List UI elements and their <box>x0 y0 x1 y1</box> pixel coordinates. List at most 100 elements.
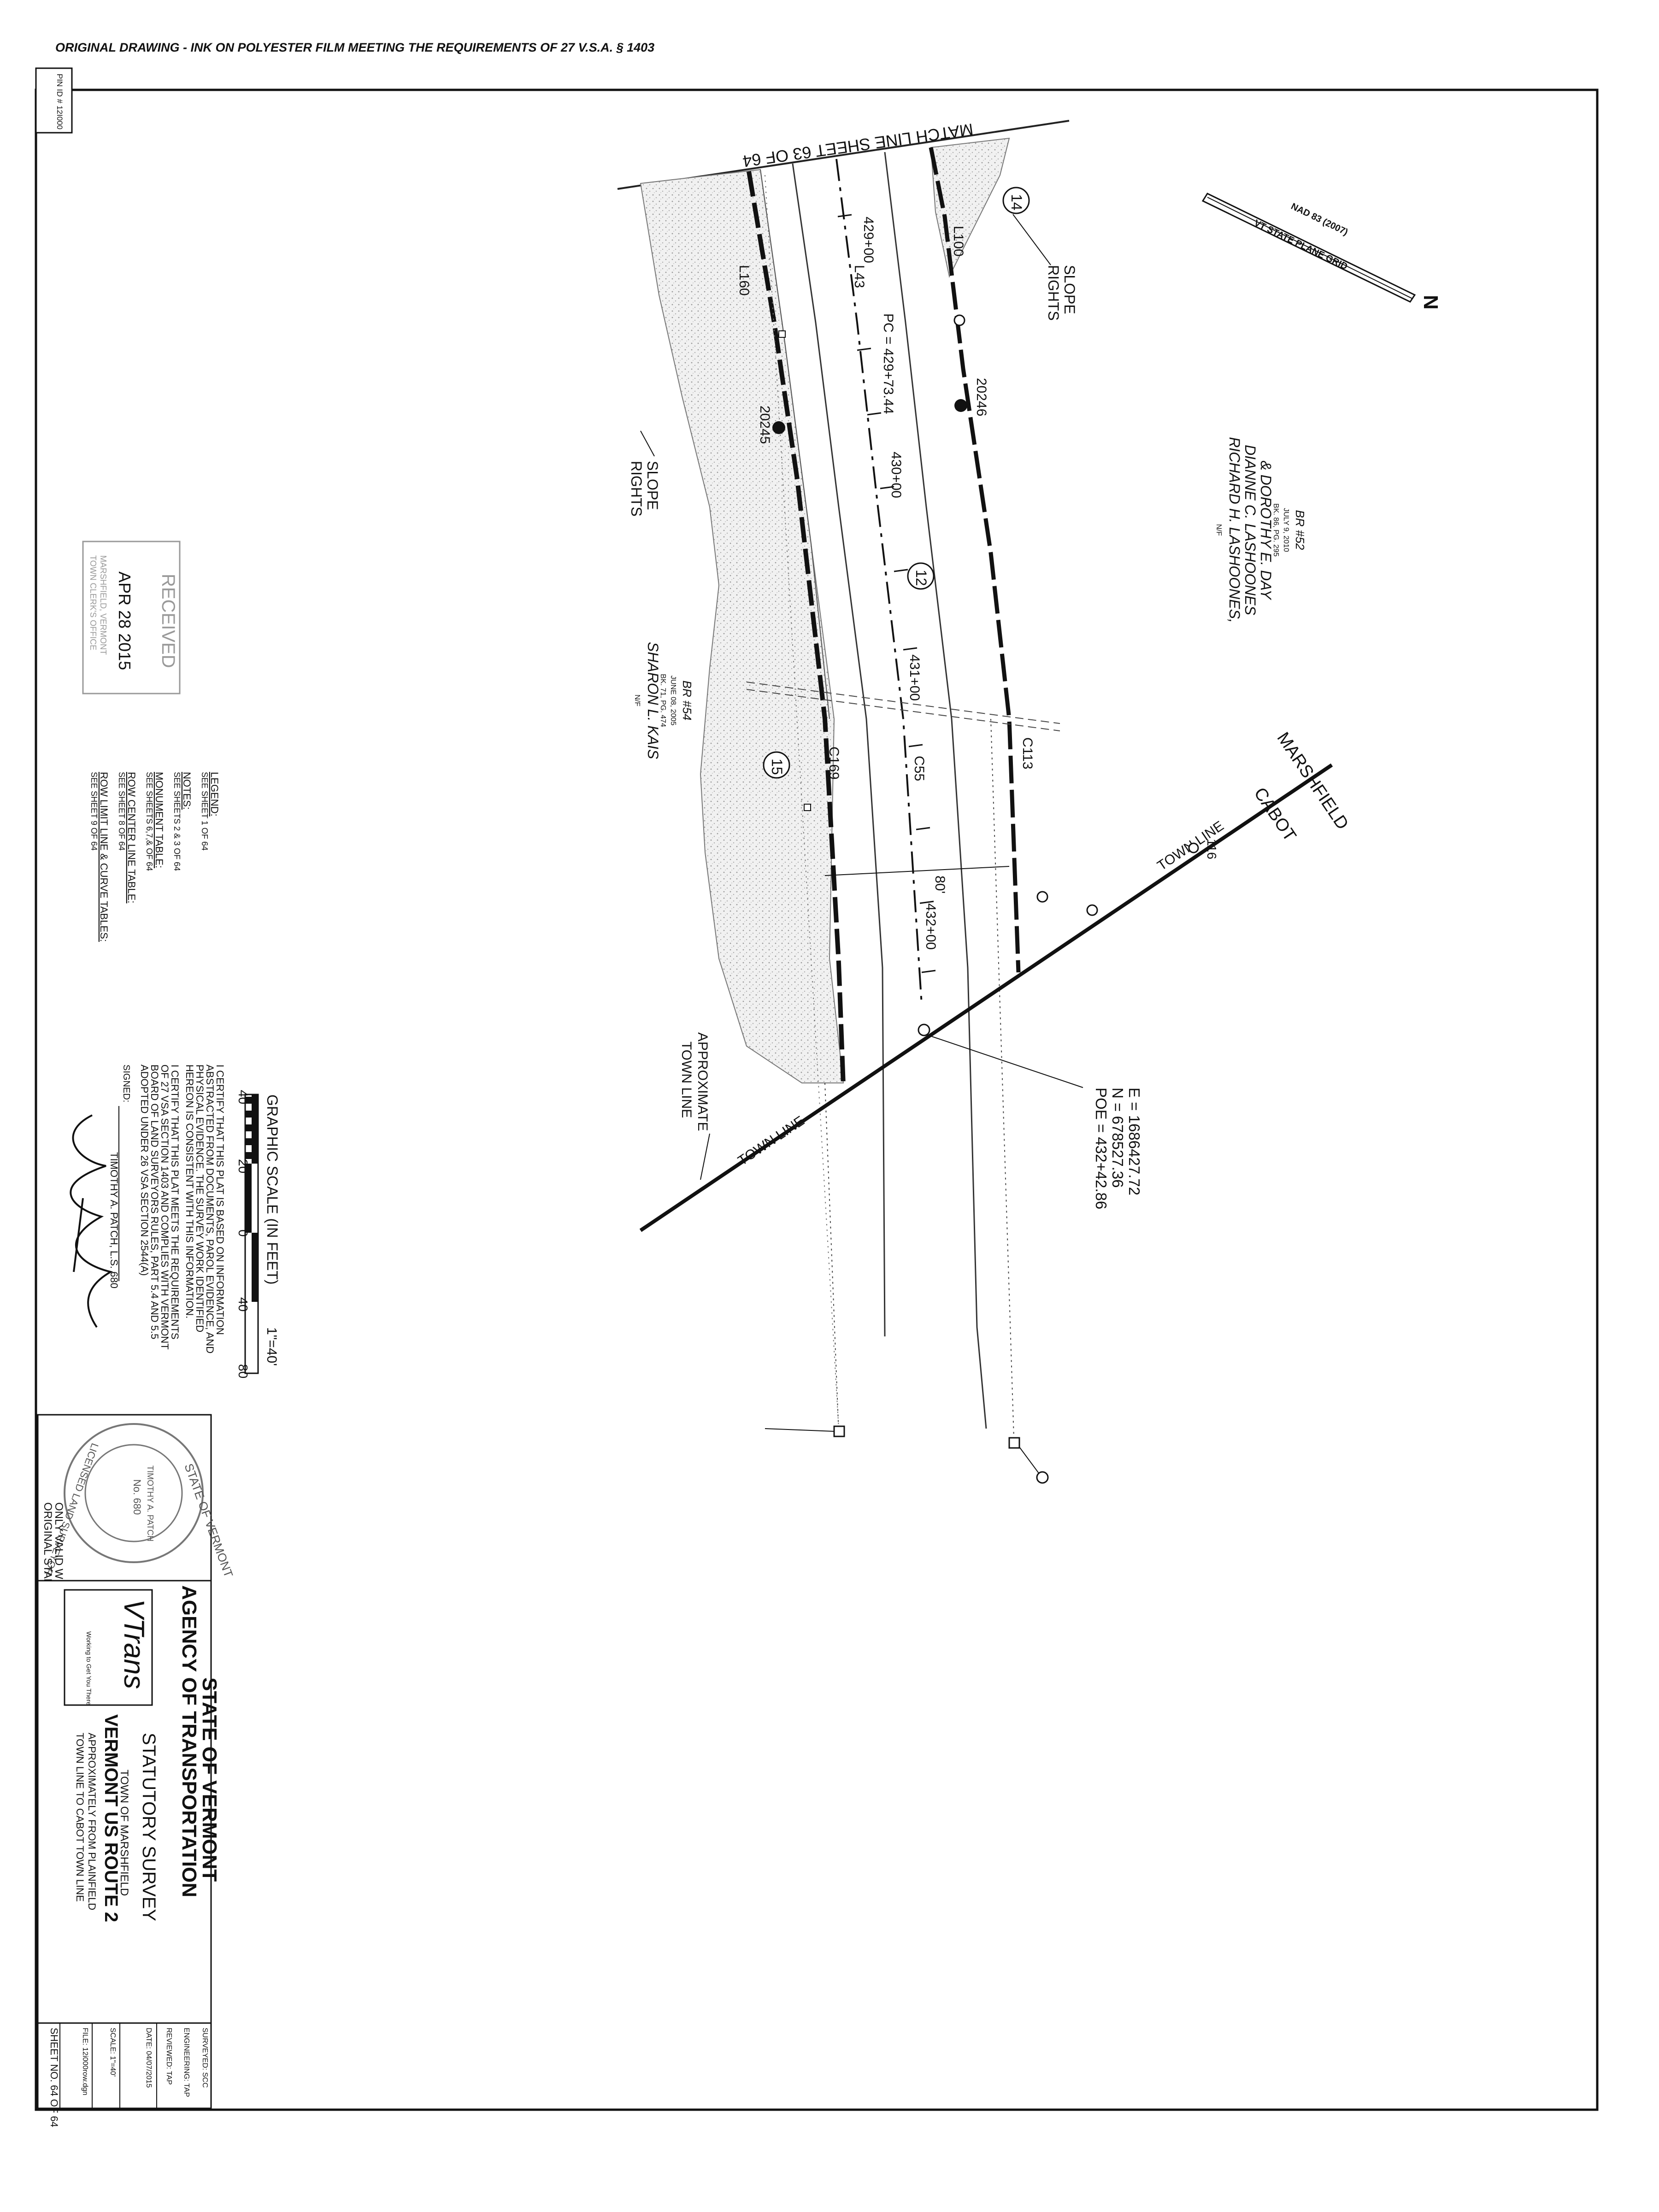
parcel-12: 12 <box>907 562 935 590</box>
owner-north-name-3: & DOROTHY E. DAY <box>1258 460 1274 600</box>
scale-tick-3: 0 <box>236 1230 250 1237</box>
owner-north-name-1: RICHARD H. LASHOONES, <box>1226 437 1243 623</box>
row-limit-title: ROW LIMIT LINE & CURVE TABLES: <box>98 772 110 942</box>
seal-number: No. 680 <box>131 1479 143 1515</box>
parcel-15: 15 <box>763 751 790 779</box>
monument-116-label: 116 <box>1205 839 1219 859</box>
c55-label: C55 <box>912 756 927 781</box>
title-to: TOWN LINE TO CABOT TOWN LINE <box>74 1733 86 1902</box>
received-stamp-title: RECEIVED <box>158 574 178 668</box>
row-marker-2 <box>804 804 811 811</box>
l100-label: L100 <box>951 226 966 257</box>
width-dimension <box>824 866 1010 876</box>
centerline <box>835 159 923 1005</box>
cert-line-2: ABSTRACTED FROM DOCUMENTS, PAROL EVIDENC… <box>204 1065 216 1353</box>
monument-20245 <box>772 421 785 434</box>
cert-line-6: OF 27 VSA SECTION 1403 AND COMPLIES WITH… <box>159 1065 171 1350</box>
header-note: ORIGINAL DRAWING - INK ON POLYESTER FILM… <box>55 41 654 54</box>
field-file: FILE: 12i000row.dgn <box>81 2028 89 2095</box>
edge-line-2 <box>884 152 987 1429</box>
vtrans-logo-tag: Working to Get You There <box>85 1631 93 1706</box>
north-arrow-datum: NAD 83 (2007) <box>1289 201 1350 238</box>
legend-notes: LEGEND: SEE SHEET 1 OF 64 NOTES: SEE SHE… <box>89 772 220 942</box>
row-line-north <box>929 147 1021 973</box>
owner-north: N/F RICHARD H. LASHOONES, DIANNE C. LASH… <box>1215 437 1307 623</box>
graphic-scale: GRAPHIC SCALE (IN FEET) 40 20 0 40 80 1"… <box>236 1090 281 1378</box>
seal-name: TIMOTHY A. PATCH <box>146 1465 155 1541</box>
poe-easting: E = 1686427.72 <box>1126 1088 1143 1195</box>
monument-circle-4 <box>953 314 965 326</box>
received-stamp-date: APR 28 2015 <box>115 571 134 670</box>
svg-text:SLOPE: SLOPE <box>1061 265 1078 314</box>
dotted-line-2 <box>990 718 1014 1438</box>
vtrans-logo: VTrans <box>118 1599 150 1689</box>
row-limit-text: SEE SHEET 9 OF 64 <box>89 772 99 851</box>
surveyor-seal: STATE OF VERMONT TIMOTHY A. PATCH No. 68… <box>37 1414 236 1597</box>
cert-line-3: PHYSICAL EVIDENCE. THE SURVEY WORK IDENT… <box>194 1065 206 1332</box>
width-label: 80' <box>932 876 947 894</box>
svg-text:RIGHTS: RIGHTS <box>1045 265 1062 321</box>
slope-rights-area-north <box>930 137 1010 278</box>
monument-box-1 <box>833 1425 845 1437</box>
vtrans-logo-box <box>64 1589 153 1706</box>
c169-label: C169 <box>826 747 841 780</box>
field-reviewed: REVIEWED: TAP <box>165 2028 173 2085</box>
field-scale: SCALE: 1"=40' <box>109 2028 117 2077</box>
cert-line-8: ADOPTED UNDER 26 VSA SECTION 2544(A) <box>139 1065 150 1276</box>
monument-circle-1 <box>1036 1471 1049 1484</box>
station-429: 429+00 <box>861 217 876 263</box>
tie-line-2 <box>1019 1447 1040 1474</box>
parcel-12-label: 12 <box>913 570 930 586</box>
row-marker-1 <box>778 330 786 338</box>
pin-id: PIN ID # 12I000 <box>55 74 64 129</box>
slope-rights-north: SLOPE RIGHTS <box>1012 214 1078 321</box>
seal-outer: STATE OF VERMONT <box>182 1462 235 1579</box>
signed-label: SIGNED: <box>121 1065 131 1102</box>
monument-circle-2 <box>1036 891 1048 903</box>
field-surveyed: SURVEYED: SCC <box>201 2028 209 2088</box>
dotted-line-1 <box>824 1082 839 1434</box>
parcel-14-label: 14 <box>1008 194 1025 211</box>
legend-title: LEGEND: <box>209 772 220 817</box>
monument-20246 <box>954 399 967 412</box>
plan-view: MATCH LINE SHEET 63 OF 64 <box>617 120 1442 1484</box>
town-line <box>639 763 1333 1232</box>
certification: I CERTIFY THAT THIS PLAT IS BASED ON INF… <box>70 1065 226 1353</box>
scale-tick-4: 40 <box>236 1297 250 1312</box>
title-agency: AGENCY OF TRANSPORTATION <box>178 1585 200 1897</box>
monument-table-title: MONUMENT TABLE: <box>153 772 165 868</box>
cert-line-1: I CERTIFY THAT THIS PLAT IS BASED ON INF… <box>214 1065 226 1335</box>
received-stamp: RECEIVED APR 28 2015 MARSHFIELD, VERMONT… <box>82 541 181 694</box>
slope-rights-south: SLOPE RIGHTS <box>628 430 661 517</box>
station-430: 430+00 <box>888 452 904 498</box>
title-route: VERMONT US ROUTE 2 <box>101 1714 121 1922</box>
owner-north-name-2: DIANNE C. LASHOONES <box>1242 445 1259 615</box>
town-line-label-lower: TOWN LINE <box>735 1113 807 1169</box>
approx-town-line-1: APPROXIMATE <box>695 1032 710 1131</box>
legend-text: SEE SHEET 1 OF 64 <box>200 772 209 851</box>
station-ticks <box>837 214 936 973</box>
owner-south-nf: N/F <box>633 694 641 706</box>
parcel-14: 14 <box>1002 187 1030 214</box>
poe-station: POE = 432+42.86 <box>1093 1088 1110 1209</box>
notes-title: NOTES: <box>181 772 193 810</box>
row-center-text: SEE SHEET 8 OF 64 <box>117 772 126 851</box>
monument-box-2 <box>1008 1437 1020 1449</box>
poe-northing: N = 678527.36 <box>1109 1088 1126 1188</box>
scale-tick-5: 80 <box>236 1364 250 1378</box>
received-stamp-office: TOWN CLERK'S OFFICE <box>88 555 98 650</box>
title-from: APPROXIMATELY FROM PLAINFIELD <box>86 1733 98 1910</box>
svg-text:SLOPE: SLOPE <box>644 461 661 510</box>
surveyor-name: TIMOTHY A. PATCH, L.S. 680 <box>108 1152 120 1288</box>
scale-tick-1: 40 <box>236 1090 250 1104</box>
monument-table-text: SEE SHEETS 6,7,& OF 64 <box>145 772 154 871</box>
cert-line-4: HEREON IS CONSISTENT WITH THIS INFORMATI… <box>184 1065 195 1318</box>
row-center-title: ROW CENTER LINE TABLE: <box>126 772 137 903</box>
station-432: 432+00 <box>923 903 938 950</box>
poe-label: POE = 432+42.86 N = 678527.36 E = 168642… <box>1093 1088 1143 1209</box>
field-date: DATE: 04/07/2015 <box>145 2028 153 2088</box>
graphic-scale-title: GRAPHIC SCALE (IN FEET) <box>264 1094 281 1285</box>
scale-checker <box>245 1097 252 1159</box>
title-state: STATE OF VERMONT <box>198 1677 221 1882</box>
